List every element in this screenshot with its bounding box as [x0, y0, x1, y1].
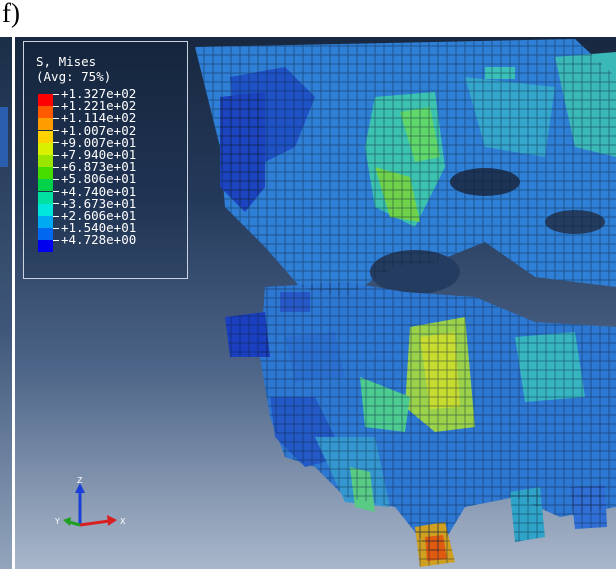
stress-legend: S, Mises (Avg: 75%) +1.327e+02+1.221e+02…	[23, 41, 188, 279]
legend-swatch	[38, 155, 53, 167]
legend-tick	[53, 215, 59, 217]
legend-value: +1.007e+02	[61, 122, 137, 138]
legend-tick	[53, 142, 59, 144]
legend-tick	[53, 191, 59, 193]
legend-value: +1.114e+02	[61, 110, 137, 126]
legend-value: +3.673e+01	[61, 195, 137, 211]
legend-tick	[53, 166, 59, 168]
adjacent-panel-edge	[0, 37, 12, 569]
legend-swatch	[38, 118, 53, 131]
legend-swatch	[38, 216, 53, 228]
legend-swatch	[38, 203, 53, 216]
legend-swatch	[38, 106, 53, 119]
legend-swatch	[38, 179, 53, 192]
legend-swatch	[38, 142, 53, 155]
legend-swatch	[38, 228, 53, 241]
legend-value: +1.221e+02	[61, 98, 137, 114]
legend-tick	[53, 239, 59, 241]
axis-triad-icon: Z X Y	[54, 477, 126, 527]
legend-value: +6.873e+01	[61, 159, 137, 175]
legend-value: +9.007e+01	[61, 134, 137, 150]
legend-tick	[53, 178, 59, 180]
legend-value: +4.728e+00	[61, 232, 137, 248]
panel-label: f)	[2, 0, 20, 28]
legend-value: +4.740e+01	[61, 183, 137, 199]
legend-value: +1.327e+02	[61, 86, 137, 101]
legend-tick	[53, 154, 59, 156]
legend-value: +5.806e+01	[61, 171, 137, 187]
z-axis-label: Z	[77, 477, 83, 485]
legend-swatch	[38, 191, 53, 204]
legend-tick	[53, 117, 59, 119]
legend-tick	[53, 130, 59, 132]
y-axis-label: Y	[54, 517, 60, 526]
x-axis-label: X	[120, 517, 126, 526]
legend-value: +2.606e+01	[61, 208, 137, 223]
legend-swatch	[38, 240, 53, 253]
legend-subtitle: (Avg: 75%)	[36, 69, 112, 84]
legend-swatch	[38, 167, 53, 180]
legend-tick	[53, 227, 59, 229]
fea-viewport[interactable]: S, Mises (Avg: 75%) +1.327e+02+1.221e+02…	[15, 37, 616, 569]
panel-divider	[12, 37, 15, 569]
legend-tick	[53, 105, 59, 107]
legend-value: +1.540e+01	[61, 220, 137, 236]
legend-swatch	[38, 130, 53, 143]
legend-tick	[53, 93, 59, 95]
legend-title: S, Mises	[36, 54, 97, 69]
mesh-model-render	[195, 39, 616, 567]
legend-tick	[53, 203, 59, 205]
legend-value: +7.940e+01	[61, 147, 137, 162]
legend-swatch	[38, 94, 53, 106]
